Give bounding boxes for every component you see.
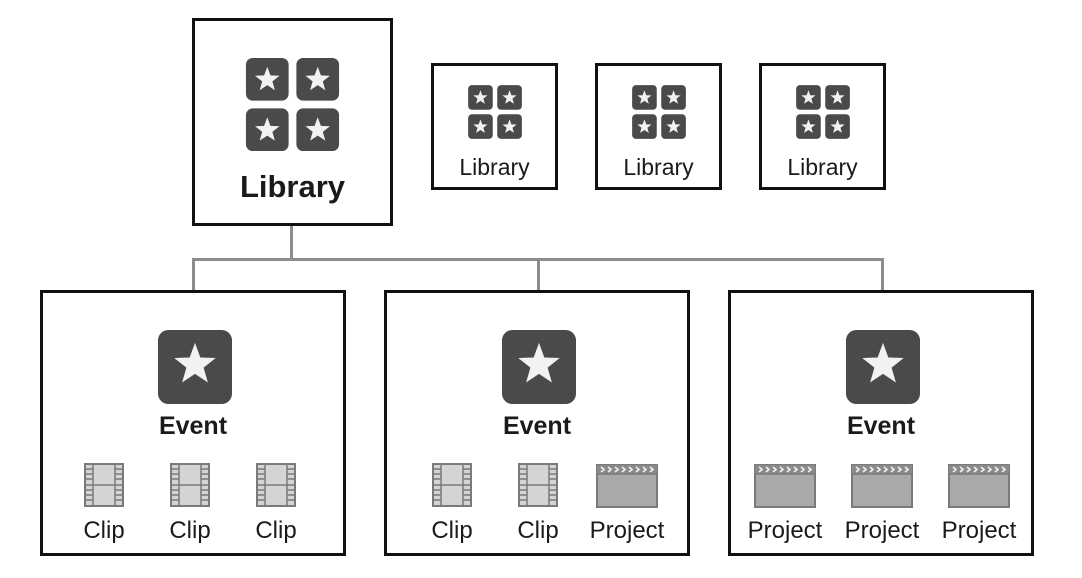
library-icon [467,84,523,140]
project-label: Project [941,517,1017,544]
project-icon [596,464,658,508]
library-label: Library [787,154,858,180]
clip-icon [256,463,296,507]
library-icon [244,56,341,153]
project-icon [754,464,816,508]
event-label: Event [158,412,228,440]
library-label: Library [459,154,530,180]
main-library-label: Library [239,169,346,204]
event-label: Event [502,412,572,440]
clip-icon [84,463,124,507]
clip-label: Clip [169,517,211,544]
connector-library-down [290,223,293,260]
clip-icon [518,463,558,507]
library-icon [631,84,687,140]
project-label: Project [747,517,823,544]
event-box-2: Event Clip Clip Project [384,290,690,556]
clip-icon [432,463,472,507]
connector-event-2 [537,258,540,293]
connector-event-1 [192,258,195,293]
event-star-icon [158,330,232,404]
library-label: Library [623,154,694,180]
event-star-icon [502,330,576,404]
project-label: Project [844,517,920,544]
library-icon [795,84,851,140]
event-label: Event [846,412,916,440]
event-box-1: Event Clip Clip Clip [40,290,346,556]
library-box-2: Library [595,63,722,190]
clip-icon [170,463,210,507]
clip-label: Clip [517,517,559,544]
library-box-1: Library [431,63,558,190]
clip-label: Clip [255,517,297,544]
connector-event-3 [881,258,884,293]
clip-label: Clip [83,517,125,544]
project-icon [948,464,1010,508]
project-icon [851,464,913,508]
library-box-3: Library [759,63,886,190]
event-star-icon [846,330,920,404]
project-label: Project [589,517,665,544]
clip-label: Clip [431,517,473,544]
event-box-3: Event Project Project Project [728,290,1034,556]
main-library-box: Library [192,18,393,226]
